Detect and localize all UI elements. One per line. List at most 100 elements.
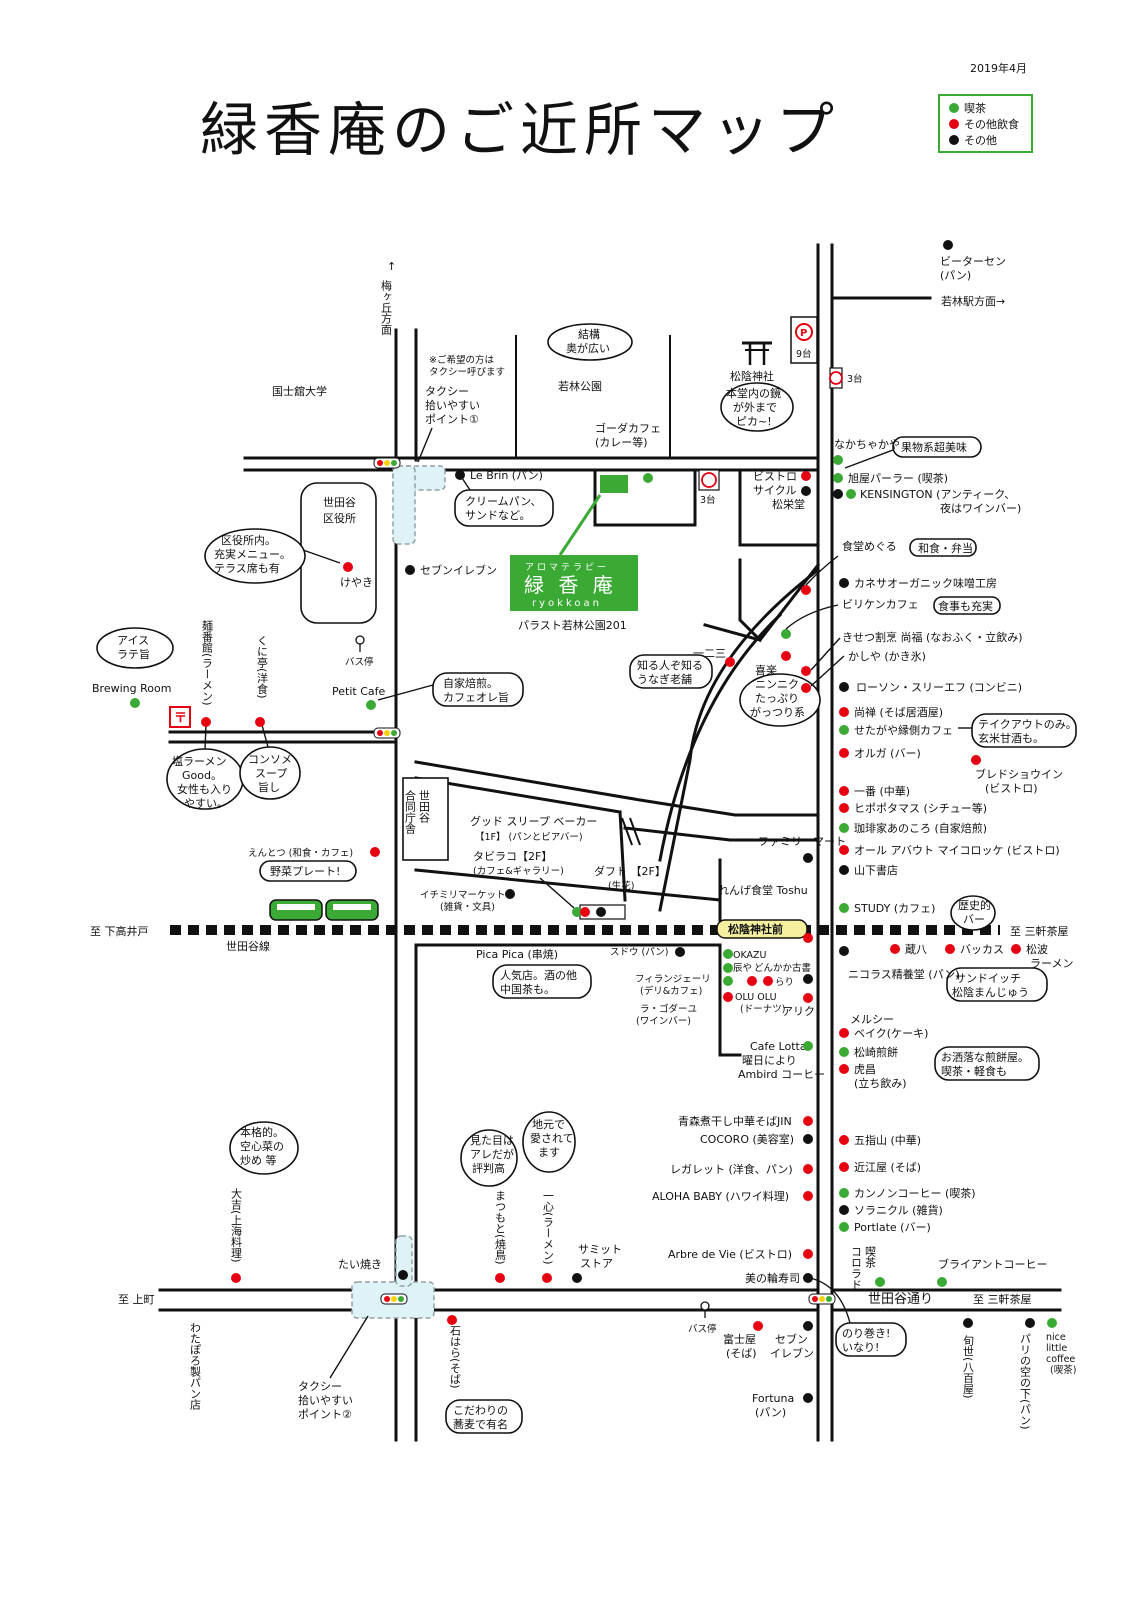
setagaya-dori-label: 世田谷通り: [868, 1292, 933, 1307]
shop-label: (そば): [726, 1347, 757, 1360]
svg-text:こだわりの: こだわりの: [453, 1404, 508, 1417]
train-icon: [269, 899, 379, 921]
svg-text:奥が広い: 奥が広い: [566, 341, 610, 355]
shop-label: セブンイレブン: [420, 563, 497, 577]
svg-text:知る人ぞ知る: 知る人ぞ知る: [637, 658, 703, 672]
shop-label: きせつ割烹 尚福 (なおふく・立飲み): [842, 630, 1023, 644]
shop-dot: [803, 853, 813, 863]
shop-dot: [833, 489, 843, 499]
bubble-kuyaku: 区役所内。 充実メニュー。 テラス席も有: [204, 528, 341, 584]
shop-label: Arbre de Vie (ビストロ): [668, 1248, 792, 1261]
bubble-takeout: テイクアウトのみ。 玄米甘酒も。: [958, 713, 1077, 748]
shop-dot: [839, 946, 849, 956]
shop-label: かしや (かき氷): [848, 650, 926, 663]
shop-label: 辰や: [733, 963, 752, 974]
shop-label: わたぽろ製パン店: [189, 1322, 202, 1410]
svg-text:ピカ~!: ピカ~!: [736, 415, 772, 428]
shop-dot: [839, 1047, 849, 1057]
bus-stop-icon: [355, 635, 365, 652]
ryokkoan-sign: アロマテラピー 緑 香 庵 ryokkoan: [510, 555, 638, 611]
shop-dot: [801, 471, 811, 481]
parking-count-2: 3台: [847, 373, 863, 385]
shop-label: nice: [1046, 1332, 1066, 1343]
brand-roman: ryokkoan: [532, 598, 602, 609]
shop-dot: [839, 1205, 849, 1215]
shop-label: Brewing Room: [92, 682, 171, 695]
shop-label: ALOHA BABY (ハワイ料理): [652, 1189, 789, 1203]
shop-label: 麺番館(ラーメン): [201, 620, 214, 706]
shop-dot: [803, 1164, 813, 1174]
shop-dot: [753, 1321, 763, 1331]
svg-text:愛されて: 愛されて: [530, 1132, 574, 1145]
shop-label: カンノンコーヒー (喫茶): [854, 1187, 976, 1200]
shop-dot: [781, 629, 791, 639]
post-office-icon: 〒: [169, 706, 191, 728]
shop-label: ローソン・スリーエフ (コンビニ): [856, 681, 1022, 694]
shop-dot: [580, 907, 590, 917]
shop-dot: [725, 657, 735, 667]
shop-label: アリク: [782, 1005, 815, 1018]
shop-dot: [839, 903, 849, 913]
svg-text:コンソメ: コンソメ: [248, 753, 292, 766]
svg-text:うなぎ老舗: うなぎ老舗: [637, 672, 692, 686]
svg-text:松陰まんじゅう: 松陰まんじゅう: [952, 985, 1029, 999]
shop-dot: [839, 823, 849, 833]
shop-label: Cafe Lotta: [750, 1040, 807, 1053]
svg-text:見た目は: 見た目は: [470, 1134, 514, 1147]
shop-dot: [839, 845, 849, 855]
legend-food: その他飲食: [964, 117, 1019, 131]
shop-dot: [839, 725, 849, 735]
traffic-light-icon: [373, 727, 401, 739]
legend: 喫茶 その他飲食 その他: [938, 94, 1033, 153]
svg-text:塩ラーメン: 塩ラーメン: [172, 754, 227, 768]
shop-dot: [839, 1222, 849, 1232]
shop-dot: [839, 682, 849, 692]
shop-label: 夜はワインバー): [940, 501, 1021, 515]
shop-label: 旭屋パーラー (喫茶): [848, 471, 948, 485]
svg-text:人気店。酒の他: 人気店。酒の他: [500, 968, 577, 982]
legend-cafe-dot: [949, 103, 959, 113]
shop-label: サイクル: [753, 484, 796, 497]
shop-dot: [447, 1315, 457, 1325]
shop-label: メルシー: [850, 1013, 894, 1026]
shop-label: Fortuna: [752, 1392, 794, 1405]
shop-label: ヒポポタマス (シチュー等): [854, 801, 987, 815]
joint-office-label-2: 合同庁舎: [404, 789, 417, 835]
brand-name: 緑 香 庵: [524, 573, 617, 597]
shop-label: 珈琲家あのころ (自家焙煎): [854, 821, 987, 835]
shop-label: (雑貨・文具): [440, 901, 495, 913]
shop-label: (デリ&カフェ): [640, 985, 702, 997]
shop-label: Petit Cafe: [332, 685, 385, 698]
svg-text:バー: バー: [963, 913, 985, 926]
joint-office-building: [402, 777, 449, 861]
svg-text:お洒落な煎餅屋。: お洒落な煎餅屋。: [941, 1050, 1029, 1064]
svg-text:テラス席も有: テラス席も有: [214, 561, 280, 575]
shop-dot: [781, 651, 791, 661]
shop-dot: [803, 1191, 813, 1201]
svg-text:野菜プレート!: 野菜プレート!: [270, 865, 340, 878]
shop-label: 青森煮干し中華そばJIN: [678, 1114, 792, 1128]
shop-label: れんげ食堂 Toshu: [718, 883, 808, 897]
bubble-mitame: 見た目は アレだが 評判高: [460, 1129, 518, 1187]
shop-dot: [839, 1162, 849, 1172]
shop-label: イレブン: [770, 1346, 814, 1360]
shop-dot: [370, 847, 380, 857]
svg-text:ラテ旨: ラテ旨: [117, 648, 150, 661]
shop-dot: [130, 698, 140, 708]
direction-sangenjaya-2: 至 三軒茶屋: [973, 1293, 1032, 1306]
shop-dot: [839, 1028, 849, 1038]
shop-dot: [455, 470, 465, 480]
svg-text:空心菜の: 空心菜の: [240, 1139, 284, 1153]
shop-label: たい焼き: [338, 1258, 382, 1271]
svg-text:中国茶も。: 中国茶も。: [500, 983, 555, 996]
shop-dot: [833, 455, 843, 465]
bubble-oshare: お洒落な煎餅屋。 喫茶・軽食も: [934, 1046, 1040, 1081]
shop-dot: [723, 992, 733, 1002]
shop-label: ブレドショウイン: [975, 767, 1063, 781]
svg-text:Good。: Good。: [182, 769, 222, 782]
shop-label: (生花): [608, 880, 634, 892]
shop-label: Ambird コーヒー: [738, 1068, 825, 1081]
shop-label: ニコラス精養堂 (パン): [848, 967, 959, 981]
svg-text:歴史的: 歴史的: [958, 898, 991, 912]
shop-label: ビーターセン: [940, 255, 1006, 268]
